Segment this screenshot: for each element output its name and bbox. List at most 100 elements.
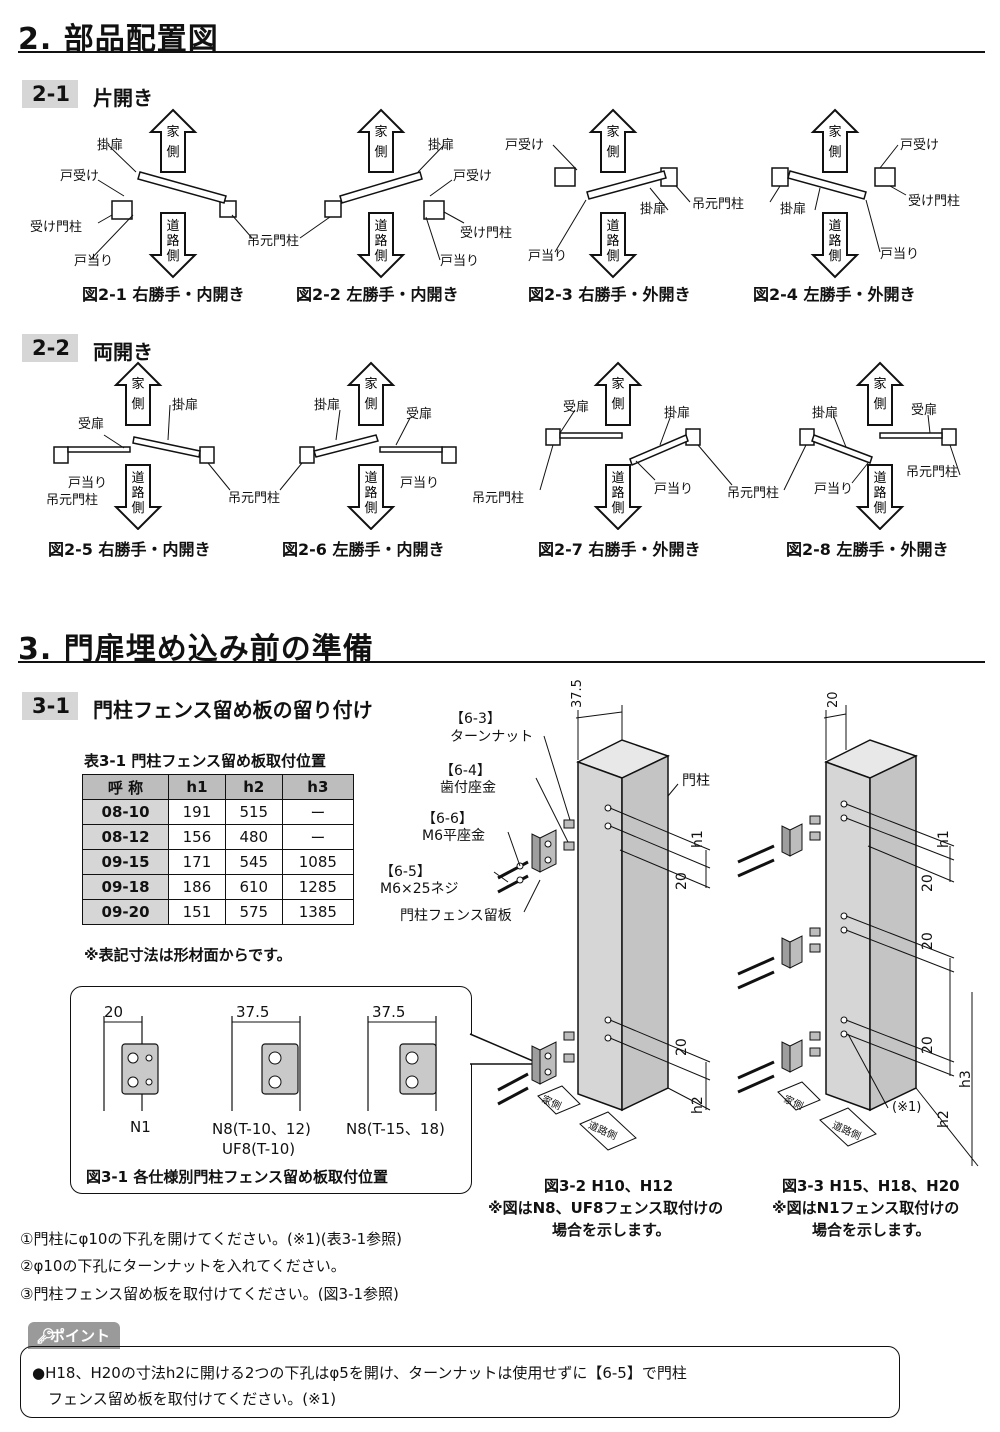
table-header-row: 呼 称 h1 h2 h3 xyxy=(81,774,355,800)
label-to-atari-5: 戸当り xyxy=(68,476,108,491)
point-line-1: ●H18、H20の寸法h2に開ける2つの下孔はφ5を開け、ターンナットは使用せず… xyxy=(32,1364,687,1382)
part-6-3-name: ターンナット xyxy=(450,729,534,745)
svg-text:路: 路 xyxy=(606,233,619,249)
label-tsuri-moto-1: 吊元門柱 xyxy=(247,234,300,249)
part-6-4-name: 歯付座金 xyxy=(440,780,496,796)
svg-text:側: 側 xyxy=(828,145,841,160)
fig3-3-dim-20a: 20 xyxy=(920,874,936,892)
single-swing-diagrams: 家 側 道 路 側 家 側 道 路 側 家 側 道 xyxy=(89,109,907,278)
table-row: 09-20 151 575 1385 xyxy=(81,899,355,925)
fig3-1-label-n8-t10: N8(T-10、12) xyxy=(212,1120,311,1138)
svg-text:道: 道 xyxy=(364,471,377,486)
fig3-2-dim-20b: 20 xyxy=(674,1038,690,1056)
fig2-6-drawing: 家 側 道 路 側 xyxy=(279,362,457,530)
label-to-uke-2: 戸受け xyxy=(453,169,493,184)
fig3-2-dim-20a: 20 xyxy=(674,872,690,890)
caption-fig2-1: 図2-1 右勝手・内開き xyxy=(82,285,245,304)
svg-text:側: 側 xyxy=(374,249,387,264)
fig3-3-dim-h1: h1 xyxy=(936,830,952,848)
table-header: 呼 称 xyxy=(81,774,170,800)
subsection-2-2-tag: 2-2 xyxy=(22,334,78,362)
svg-text:路: 路 xyxy=(828,233,841,249)
svg-text:家: 家 xyxy=(364,376,377,392)
fig3-2-dim-h1: h1 xyxy=(690,830,706,848)
svg-text:道: 道 xyxy=(131,471,144,486)
subsection-2-1-title: 片開き xyxy=(93,86,153,110)
key-icon: 🔑︎ xyxy=(36,1327,56,1345)
fig3-1-dim-37-5b: 37.5 xyxy=(372,1003,406,1021)
fig3-1-label-n1: N1 xyxy=(130,1118,151,1136)
table-row: 08-10 191 515 ー xyxy=(81,799,355,825)
part-6-6-num: 【6-6】 xyxy=(422,811,473,827)
label-kake-tobira-3: 掛扉 xyxy=(640,202,667,217)
label-kake-tobira-8: 掛扉 xyxy=(812,406,839,421)
fig3-2-dim-37-5: 37.5 xyxy=(570,679,585,708)
section2-rule xyxy=(18,51,985,53)
label-to-atari-7: 戸当り xyxy=(654,482,694,497)
label-to-uke-3: 戸受け xyxy=(505,138,545,153)
table-row: 09-18 186 610 1285 xyxy=(81,874,355,900)
svg-text:側: 側 xyxy=(131,501,144,516)
svg-text:側: 側 xyxy=(166,249,179,264)
table-cell: 545 xyxy=(224,849,283,875)
fig2-4-drawing: 家 側 道 路 側 xyxy=(769,109,907,278)
svg-text:道: 道 xyxy=(166,219,179,234)
svg-text:家: 家 xyxy=(873,376,886,392)
fig3-2-note1: ※図はN8、UF8フェンス取付けの xyxy=(488,1199,724,1217)
point-tag: 🔑︎ポイント xyxy=(28,1322,121,1349)
svg-text:路: 路 xyxy=(364,485,377,501)
subsection-2-2-title: 両開き xyxy=(93,340,153,364)
fig3-3-ref-note: (※1) xyxy=(892,1100,922,1115)
label-kake-tobira-7: 掛扉 xyxy=(664,406,691,421)
fig2-5-drawing: 家 側 道 路 側 xyxy=(53,362,231,530)
svg-text:路: 路 xyxy=(166,233,179,249)
table-header: h2 xyxy=(224,774,283,800)
svg-text:路: 路 xyxy=(611,485,624,501)
svg-text:側: 側 xyxy=(873,501,886,516)
table-header: h1 xyxy=(168,774,226,800)
subsection-3-1-tag: 3-1 xyxy=(22,692,78,720)
subsection-3-1-title: 門柱フェンス留め板の留り付け xyxy=(93,698,373,722)
label-to-uke-4: 戸受け xyxy=(900,138,940,153)
fig3-3-dim-h3: h3 xyxy=(958,1070,974,1088)
fig2-3-drawing: 家 側 道 路 側 xyxy=(552,109,691,278)
caption-fig2-3: 図2-3 右勝手・外開き xyxy=(528,285,691,304)
svg-text:側: 側 xyxy=(873,397,886,412)
label-kake-tobira-4: 掛扉 xyxy=(780,202,807,217)
table-cell: 08-10 xyxy=(81,799,170,825)
table-cell: 09-15 xyxy=(81,849,170,875)
svg-text:道: 道 xyxy=(828,219,841,234)
fig3-1-label-n8-t15: N8(T-15、18) xyxy=(346,1120,445,1138)
fig3-3-dim-20-top: 20 xyxy=(826,691,841,708)
table-row: 09-15 171 545 1085 xyxy=(81,849,355,875)
caption-fig2-8: 図2-8 左勝手・外開き xyxy=(786,540,949,559)
part-6-3-num: 【6-3】 xyxy=(450,711,501,727)
fig3-1-caption: 図3-1 各仕様別門柱フェンス留め板取付位置 xyxy=(86,1168,389,1186)
label-kake-tobira-5: 掛扉 xyxy=(172,398,199,413)
fig3-3-note1: ※図はN1フェンス取付けの xyxy=(772,1199,960,1217)
fig3-1-dim-37-5a: 37.5 xyxy=(236,1003,270,1021)
label-tsuri-moto-7: 吊元門柱 xyxy=(727,486,780,501)
subsection-2-1-tag: 2-1 xyxy=(22,80,78,108)
svg-text:家: 家 xyxy=(374,124,387,140)
step-1: ①門柱にφ10の下孔を開けてください。(※1)(表3-1参照) xyxy=(20,1230,403,1248)
svg-text:道: 道 xyxy=(873,471,886,486)
step-3: ③門柱フェンス留め板を取付けてください。(図3-1参照) xyxy=(20,1285,399,1303)
svg-text:側: 側 xyxy=(606,145,619,160)
table-cell: 09-18 xyxy=(81,874,170,900)
part-6-5-num: 【6-5】 xyxy=(380,864,431,880)
svg-text:側: 側 xyxy=(364,397,377,412)
fig3-1-box xyxy=(70,986,472,1194)
svg-text:道: 道 xyxy=(606,219,619,234)
part-6-5-name: M6×25ネジ xyxy=(380,881,459,897)
caption-fig2-5: 図2-5 右勝手・内開き xyxy=(48,540,211,559)
fig3-2-caption: 図3-2 H10、H12 xyxy=(544,1177,674,1195)
fig3-1-label-uf8: UF8(T-10) xyxy=(222,1140,296,1158)
label-tsuri-moto-6: 吊元門柱 xyxy=(472,491,525,506)
table-header: h3 xyxy=(281,774,355,800)
fig3-1-dim-20: 20 xyxy=(104,1003,124,1021)
svg-text:側: 側 xyxy=(606,249,619,264)
svg-text:側: 側 xyxy=(364,501,377,516)
label-uke-monchu-4: 受け門柱 xyxy=(908,194,961,209)
label-tsuri-moto-5b: 吊元門柱 xyxy=(228,491,281,506)
